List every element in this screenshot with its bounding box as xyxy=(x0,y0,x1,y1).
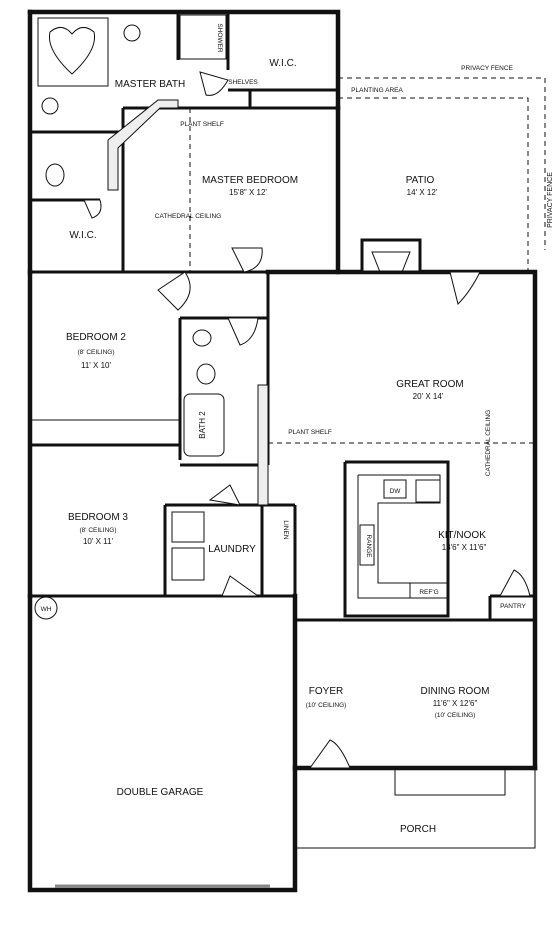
label-range: RANGE xyxy=(365,534,372,558)
label-privacy-fence-right: PRIVACY FENCE xyxy=(547,172,554,228)
label-kit-nook: KIT/NOOK xyxy=(438,530,486,541)
water-heater xyxy=(34,596,58,620)
label-bedroom-3-ceiling: (8' CEILING) xyxy=(80,527,117,534)
label-bedroom-2: BEDROOM 2 xyxy=(66,332,126,343)
label-laundry: LAUNDRY xyxy=(208,544,256,555)
privacy-fence xyxy=(338,77,546,272)
label-patio: PATIO xyxy=(406,175,435,186)
label-bedroom-3-size: 10' X 11' xyxy=(83,537,114,546)
label-bedroom-3: BEDROOM 3 xyxy=(68,512,128,523)
label-shelves: SHELVES xyxy=(228,79,258,86)
label-master-bedroom-size: 15'8" X 12' xyxy=(229,188,267,197)
label-master-bath: MASTER BATH xyxy=(115,79,185,90)
label-dining-room: DINING ROOM xyxy=(421,686,490,697)
bath-fixtures xyxy=(37,14,227,581)
label-privacy-fence-top: PRIVACY FENCE xyxy=(461,65,513,72)
label-kit-nook-size: 13'6" X 11'6" xyxy=(442,543,487,552)
label-great-room-ceiling: CATHEDRAL CEILING xyxy=(485,410,492,476)
label-dining-room-ceiling: (10' CEILING) xyxy=(435,712,476,719)
label-porch: PORCH xyxy=(400,824,436,835)
label-bedroom-2-size: 11' X 10' xyxy=(81,361,112,370)
plant-shelf-hall xyxy=(257,384,269,506)
label-wh: WH xyxy=(41,606,52,613)
label-great-room: GREAT ROOM xyxy=(396,379,463,390)
label-linen: LINEN xyxy=(282,520,289,539)
label-foyer: FOYER xyxy=(309,686,343,697)
label-planting-area: PLANTING AREA xyxy=(351,87,403,94)
room-labels: MASTER BATH SHOWER W.I.C. SHELVES PLANT … xyxy=(41,23,554,835)
label-shower: SHOWER xyxy=(216,23,223,53)
label-great-room-size: 20' X 14' xyxy=(413,392,444,401)
doors xyxy=(83,71,531,769)
label-plant-shelf-mid: PLANT SHELF xyxy=(288,429,332,436)
fireplace xyxy=(360,238,422,274)
exterior-walls xyxy=(27,9,538,893)
label-plant-shelf-top: PLANT SHELF xyxy=(180,121,224,128)
label-double-garage: DOUBLE GARAGE xyxy=(117,787,204,798)
label-dw: DW xyxy=(390,488,402,495)
label-wic-left: W.I.C. xyxy=(69,230,96,241)
label-dining-room-size: 11'6" X 12'6" xyxy=(433,699,478,708)
label-patio-size: 14' X 12' xyxy=(407,188,438,197)
plant-shelf-master xyxy=(107,99,179,191)
label-refg: REF'G xyxy=(419,589,438,596)
label-master-bedroom: MASTER BEDROOM xyxy=(202,175,298,186)
kitchen-counters xyxy=(357,474,449,599)
label-cathedral-ceiling: CATHEDRAL CEILING xyxy=(155,213,221,220)
label-bedroom-2-ceiling: (8' CEILING) xyxy=(78,349,115,356)
label-foyer-ceiling: (10' CEILING) xyxy=(306,702,347,709)
label-pantry: PANTRY xyxy=(500,603,526,610)
label-bath-2: BATH 2 xyxy=(198,411,207,439)
porch xyxy=(294,767,536,849)
label-wic-top: W.I.C. xyxy=(269,58,296,69)
